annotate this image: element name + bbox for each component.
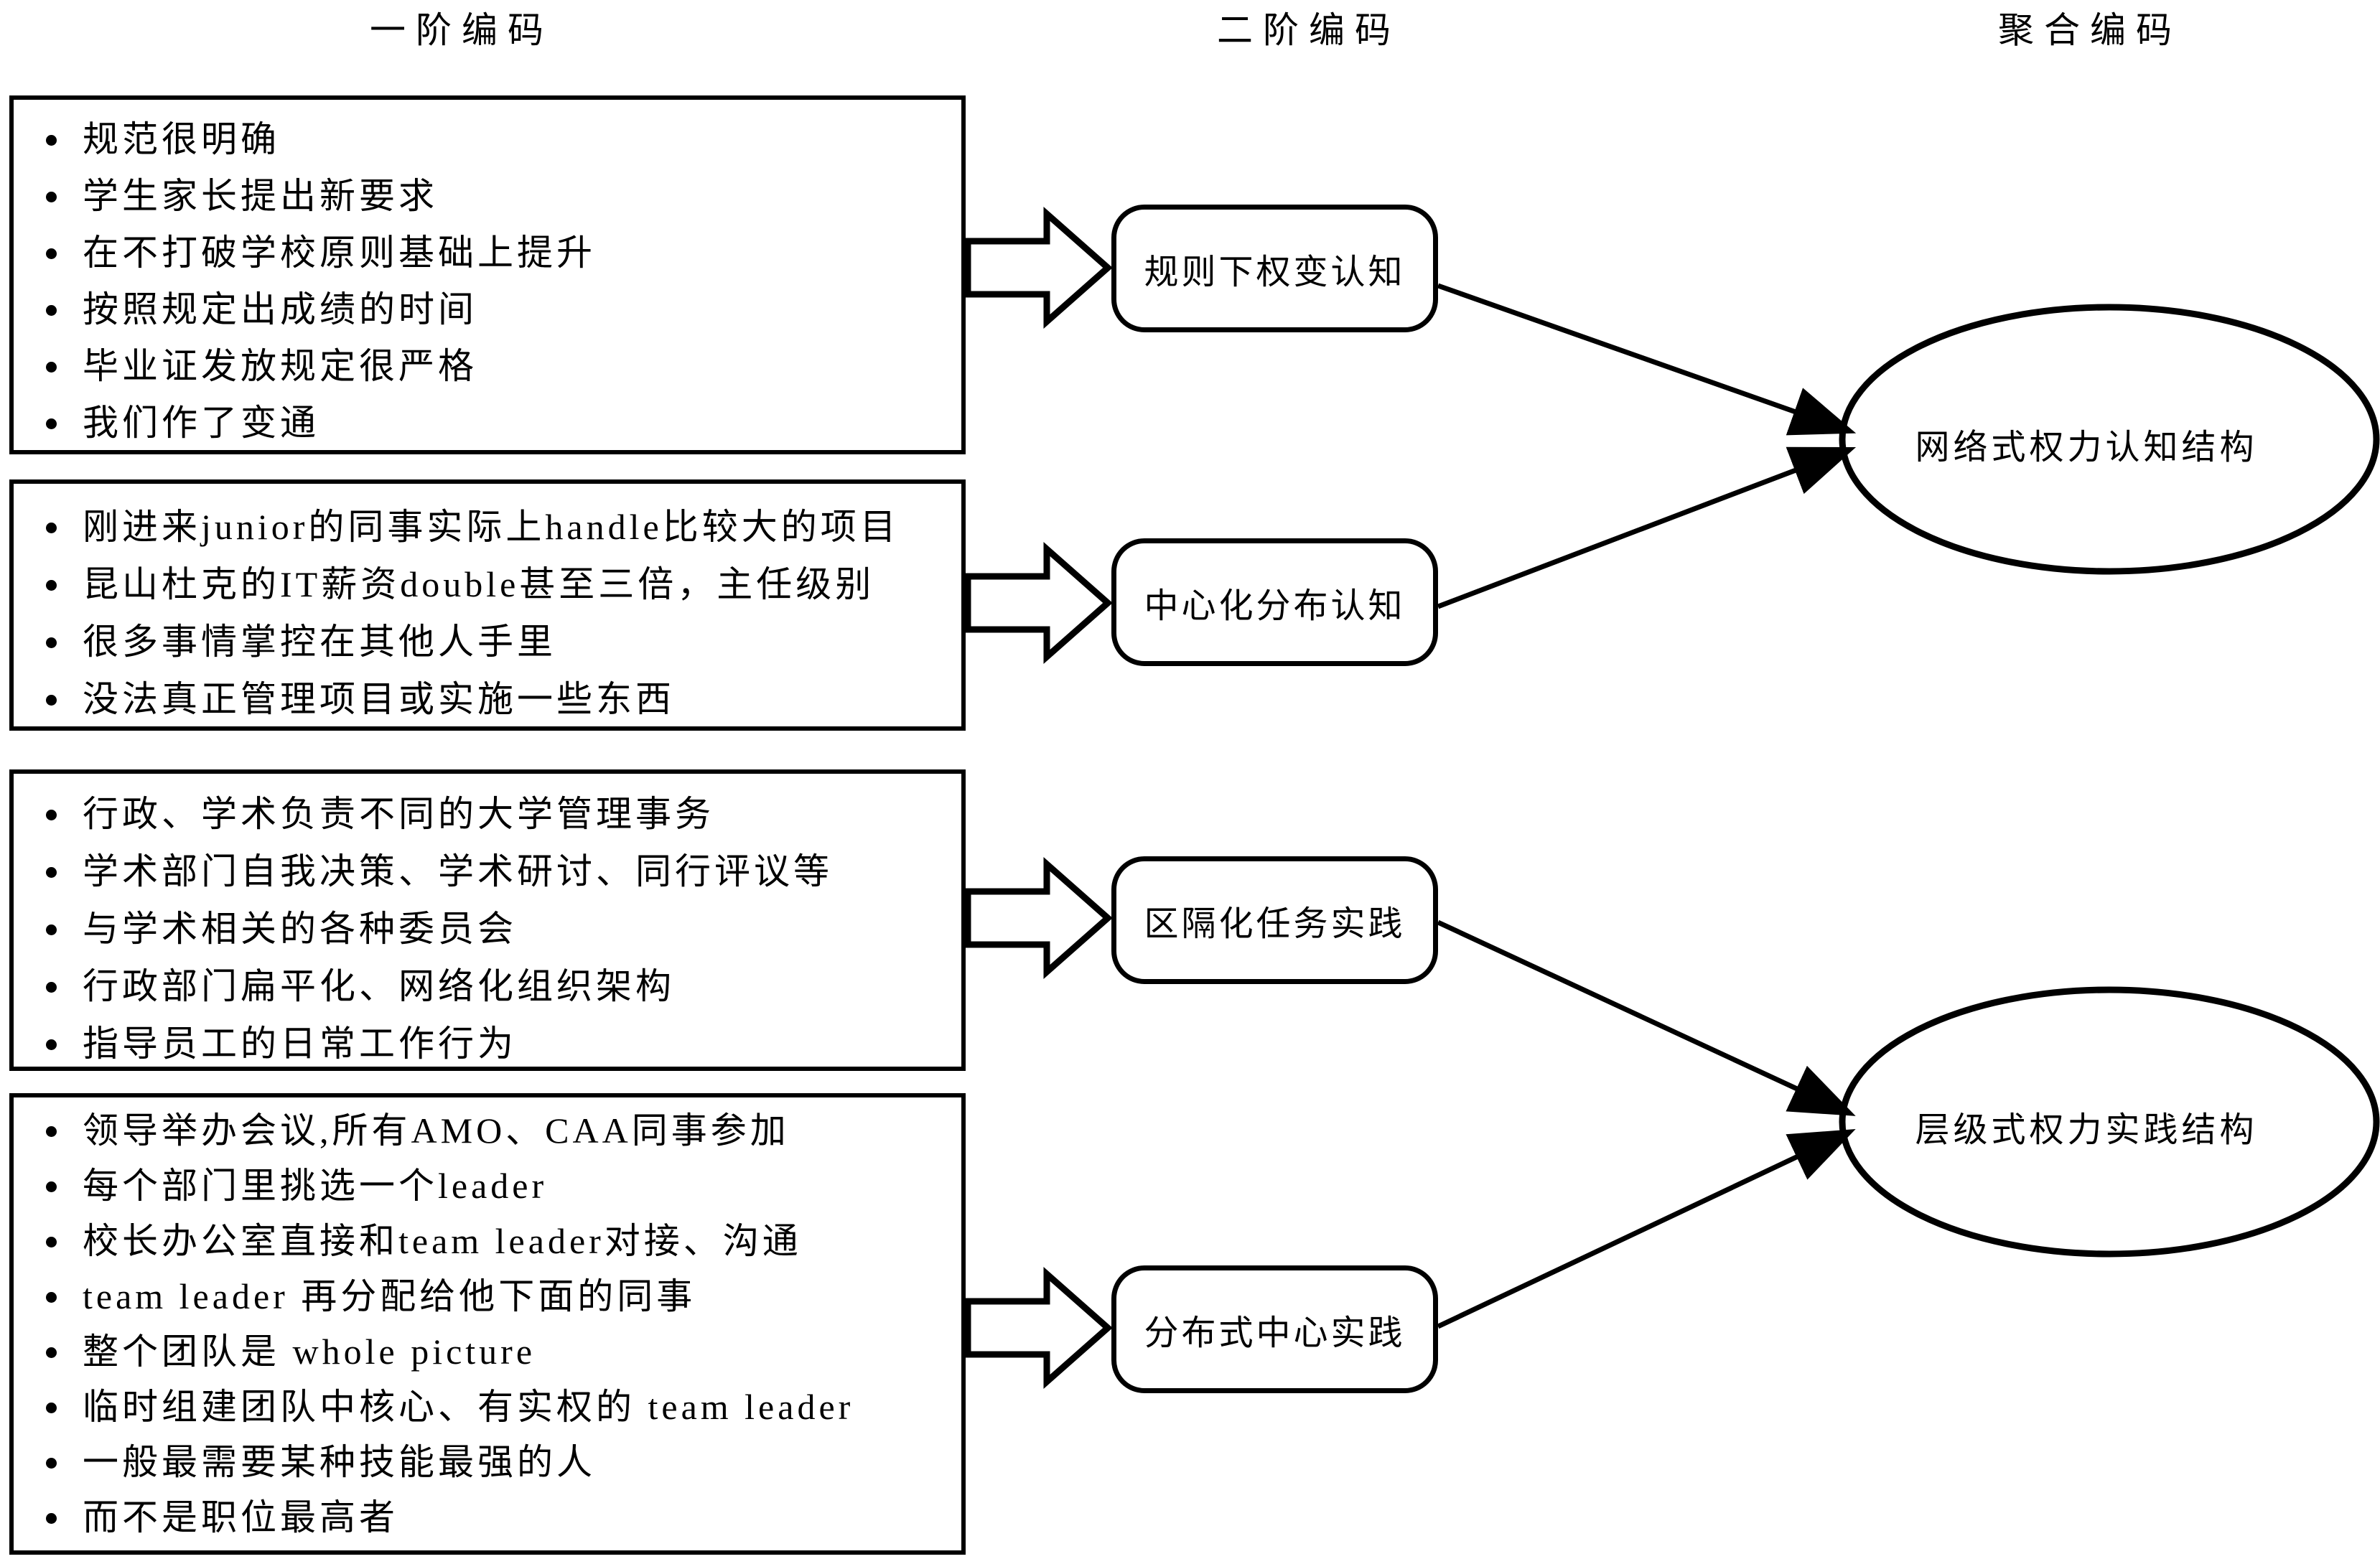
aggregate-label-2: 层级式权力实践结构 (1915, 1111, 2258, 1149)
bullet-item: team leader 再分配给他下面的同事 (73, 1269, 954, 1324)
bullet-item: 行政部门扁平化、网络化组织架构 (73, 958, 954, 1015)
bullet-item: 学术部门自我决策、学术研讨、同行评议等 (73, 843, 954, 900)
bullet-item: 与学术相关的各种委员会 (73, 900, 954, 958)
bullet-item: 按照规定出成绩的时间 (73, 281, 954, 338)
bullet-item: 刚进来junior的同事实际上handle比较大的项目 (73, 498, 954, 556)
bullet-item: 行政、学术负责不同的大学管理事务 (73, 785, 954, 843)
connector-line-3 (1437, 919, 1856, 1116)
first-order-box-1: 规范很明确学生家长提出新要求在不打破学校原则基础上提升按照规定出成绩的时间毕业证… (9, 95, 966, 454)
bullet-item: 没法真正管理项目或实施一些东西 (73, 670, 954, 728)
bullet-list-4: 领导举办会议,所有AMO、CAA同事参加每个部门里挑选一个leader校长办公室… (14, 1097, 961, 1545)
bullet-item: 毕业证发放规定很严格 (73, 338, 954, 395)
bullet-item: 很多事情掌控在其他人手里 (73, 613, 954, 670)
second-order-node-4: 分布式中心实践 (1111, 1265, 1438, 1393)
first-order-box-4: 领导举办会议,所有AMO、CAA同事参加每个部门里挑选一个leader校长办公室… (9, 1093, 966, 1555)
first-order-box-3: 行政、学术负责不同的大学管理事务学术部门自我决策、学术研讨、同行评议等与学术相关… (9, 769, 966, 1071)
block-arrow-4 (964, 1267, 1113, 1389)
bullet-list-3: 行政、学术负责不同的大学管理事务学术部门自我决策、学术研讨、同行评议等与学术相关… (14, 774, 961, 1072)
aggregate-label-1: 网络式权力认知结构 (1915, 429, 2258, 467)
second-order-node-2: 中心化分布认知 (1111, 538, 1438, 666)
second-order-node-1: 规则下权变认知 (1111, 205, 1438, 332)
bullet-item: 指导员工的日常工作行为 (73, 1015, 954, 1072)
bullet-item: 学生家长提出新要求 (73, 168, 954, 225)
bullet-item: 在不打破学校原则基础上提升 (73, 225, 954, 281)
column-header-first-order: 一阶编码 (370, 10, 554, 50)
second-order-node-3: 区隔化任务实践 (1111, 856, 1438, 984)
bullet-item: 一般最需要某种技能最强的人 (73, 1435, 954, 1490)
connector-line-4 (1437, 1129, 1856, 1329)
connector-line-1 (1437, 283, 1857, 436)
bullet-item: 而不是职位最高者 (73, 1490, 954, 1545)
first-order-box-2: 刚进来junior的同事实际上handle比较大的项目昆山杜克的IT薪资doub… (9, 479, 966, 731)
block-arrow-3 (964, 857, 1113, 979)
block-arrow-1 (964, 207, 1113, 329)
column-header-aggregate: 聚合编码 (1998, 10, 2182, 50)
bullet-item: 整个团队是 whole picture (73, 1324, 954, 1380)
bullet-item: 临时组建团队中核心、有实权的 team leader (73, 1380, 954, 1435)
connector-line-2 (1437, 446, 1857, 609)
column-header-second-order: 二阶编码 (1217, 10, 1401, 50)
block-arrow-2 (964, 542, 1113, 664)
bullet-item: 领导举办会议,所有AMO、CAA同事参加 (73, 1103, 954, 1158)
bullet-item: 校长办公室直接和team leader对接、沟通 (73, 1214, 954, 1269)
bullet-list-2: 刚进来junior的同事实际上handle比较大的项目昆山杜克的IT薪资doub… (14, 484, 961, 728)
bullet-item: 规范很明确 (73, 111, 954, 168)
bullet-item: 我们作了变通 (73, 395, 954, 451)
bullet-list-1: 规范很明确学生家长提出新要求在不打破学校原则基础上提升按照规定出成绩的时间毕业证… (14, 100, 961, 451)
bullet-item: 昆山杜克的IT薪资double甚至三倍，主任级别 (73, 556, 954, 613)
bullet-item: 每个部门里挑选一个leader (73, 1158, 954, 1214)
